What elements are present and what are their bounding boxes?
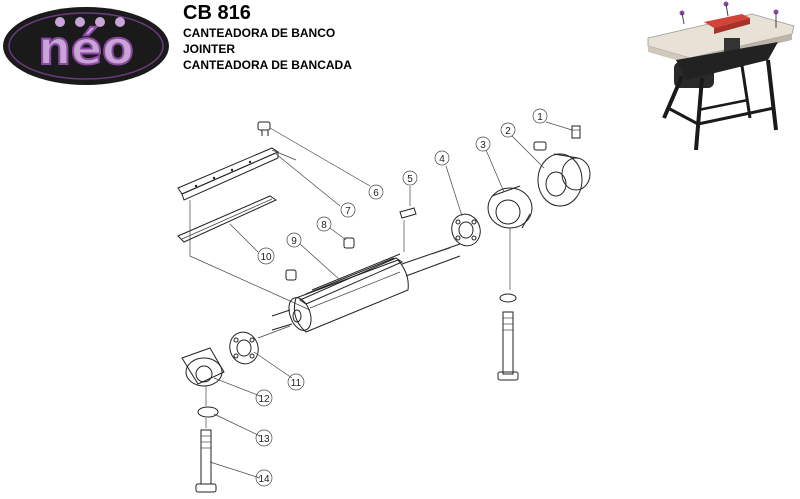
- callout-10: 10: [257, 247, 275, 265]
- part-knife: [177, 195, 278, 243]
- part-bolt-right: [497, 311, 519, 381]
- part-cutterhead: [271, 243, 461, 333]
- svg-text:6: 6: [373, 188, 379, 199]
- part-bolt-left: [195, 429, 217, 493]
- model-title: CB 816: [183, 2, 251, 24]
- callout-11: 11: [287, 373, 305, 391]
- part-screw-8: [285, 237, 355, 281]
- description-line-3: CANTEADORA DE BANCADA: [183, 58, 352, 72]
- callout-9: 9: [286, 232, 302, 248]
- callout-4: 4: [434, 150, 450, 166]
- callout-2: 2: [500, 122, 516, 138]
- svg-text:13: 13: [258, 434, 270, 445]
- callout-6: 6: [368, 184, 384, 200]
- logo-text: néo: [38, 21, 134, 75]
- svg-text:8: 8: [321, 220, 327, 231]
- callout-12: 12: [255, 389, 273, 407]
- svg-text:7: 7: [345, 206, 351, 217]
- part-bearing-left: [229, 331, 259, 365]
- svg-text:9: 9: [291, 236, 297, 247]
- callout-5: 5: [402, 170, 418, 186]
- part-bearing-right: [451, 213, 481, 247]
- header: CB 816 CANTEADORA DE BANCO JOINTER CANTE…: [183, 2, 352, 72]
- part-setscrew: [533, 141, 547, 151]
- callout-7: 7: [340, 202, 356, 218]
- callout-1: 1: [532, 108, 548, 124]
- svg-text:12: 12: [258, 394, 270, 405]
- part-gib-screw: [257, 121, 271, 136]
- part-washer-right: [499, 293, 517, 303]
- description-line-1: CANTEADORA DE BANCO: [183, 26, 336, 40]
- part-gib: [177, 147, 280, 201]
- part-housing-right: [487, 185, 533, 229]
- svg-text:1: 1: [537, 112, 543, 123]
- svg-text:11: 11: [291, 378, 302, 389]
- svg-text:10: 10: [260, 252, 272, 263]
- jointer-machine-icon: [647, 1, 795, 151]
- part-key: [399, 207, 417, 219]
- svg-text:5: 5: [407, 174, 413, 185]
- callout-14: 14: [255, 469, 273, 487]
- svg-text:2: 2: [505, 126, 511, 137]
- svg-text:14: 14: [258, 474, 270, 485]
- part-top-screw: [571, 125, 581, 139]
- callout-8: 8: [316, 216, 332, 232]
- svg-text:3: 3: [480, 140, 486, 151]
- part-pulley: [537, 153, 591, 207]
- svg-text:4: 4: [439, 154, 445, 165]
- callout-13: 13: [255, 429, 273, 447]
- part-washer-left: [197, 406, 219, 418]
- part-housing-left: [181, 347, 225, 387]
- description-line-2: JOINTER: [183, 42, 236, 56]
- neo-logo-icon: néo: [3, 7, 169, 85]
- callout-3: 3: [475, 136, 491, 152]
